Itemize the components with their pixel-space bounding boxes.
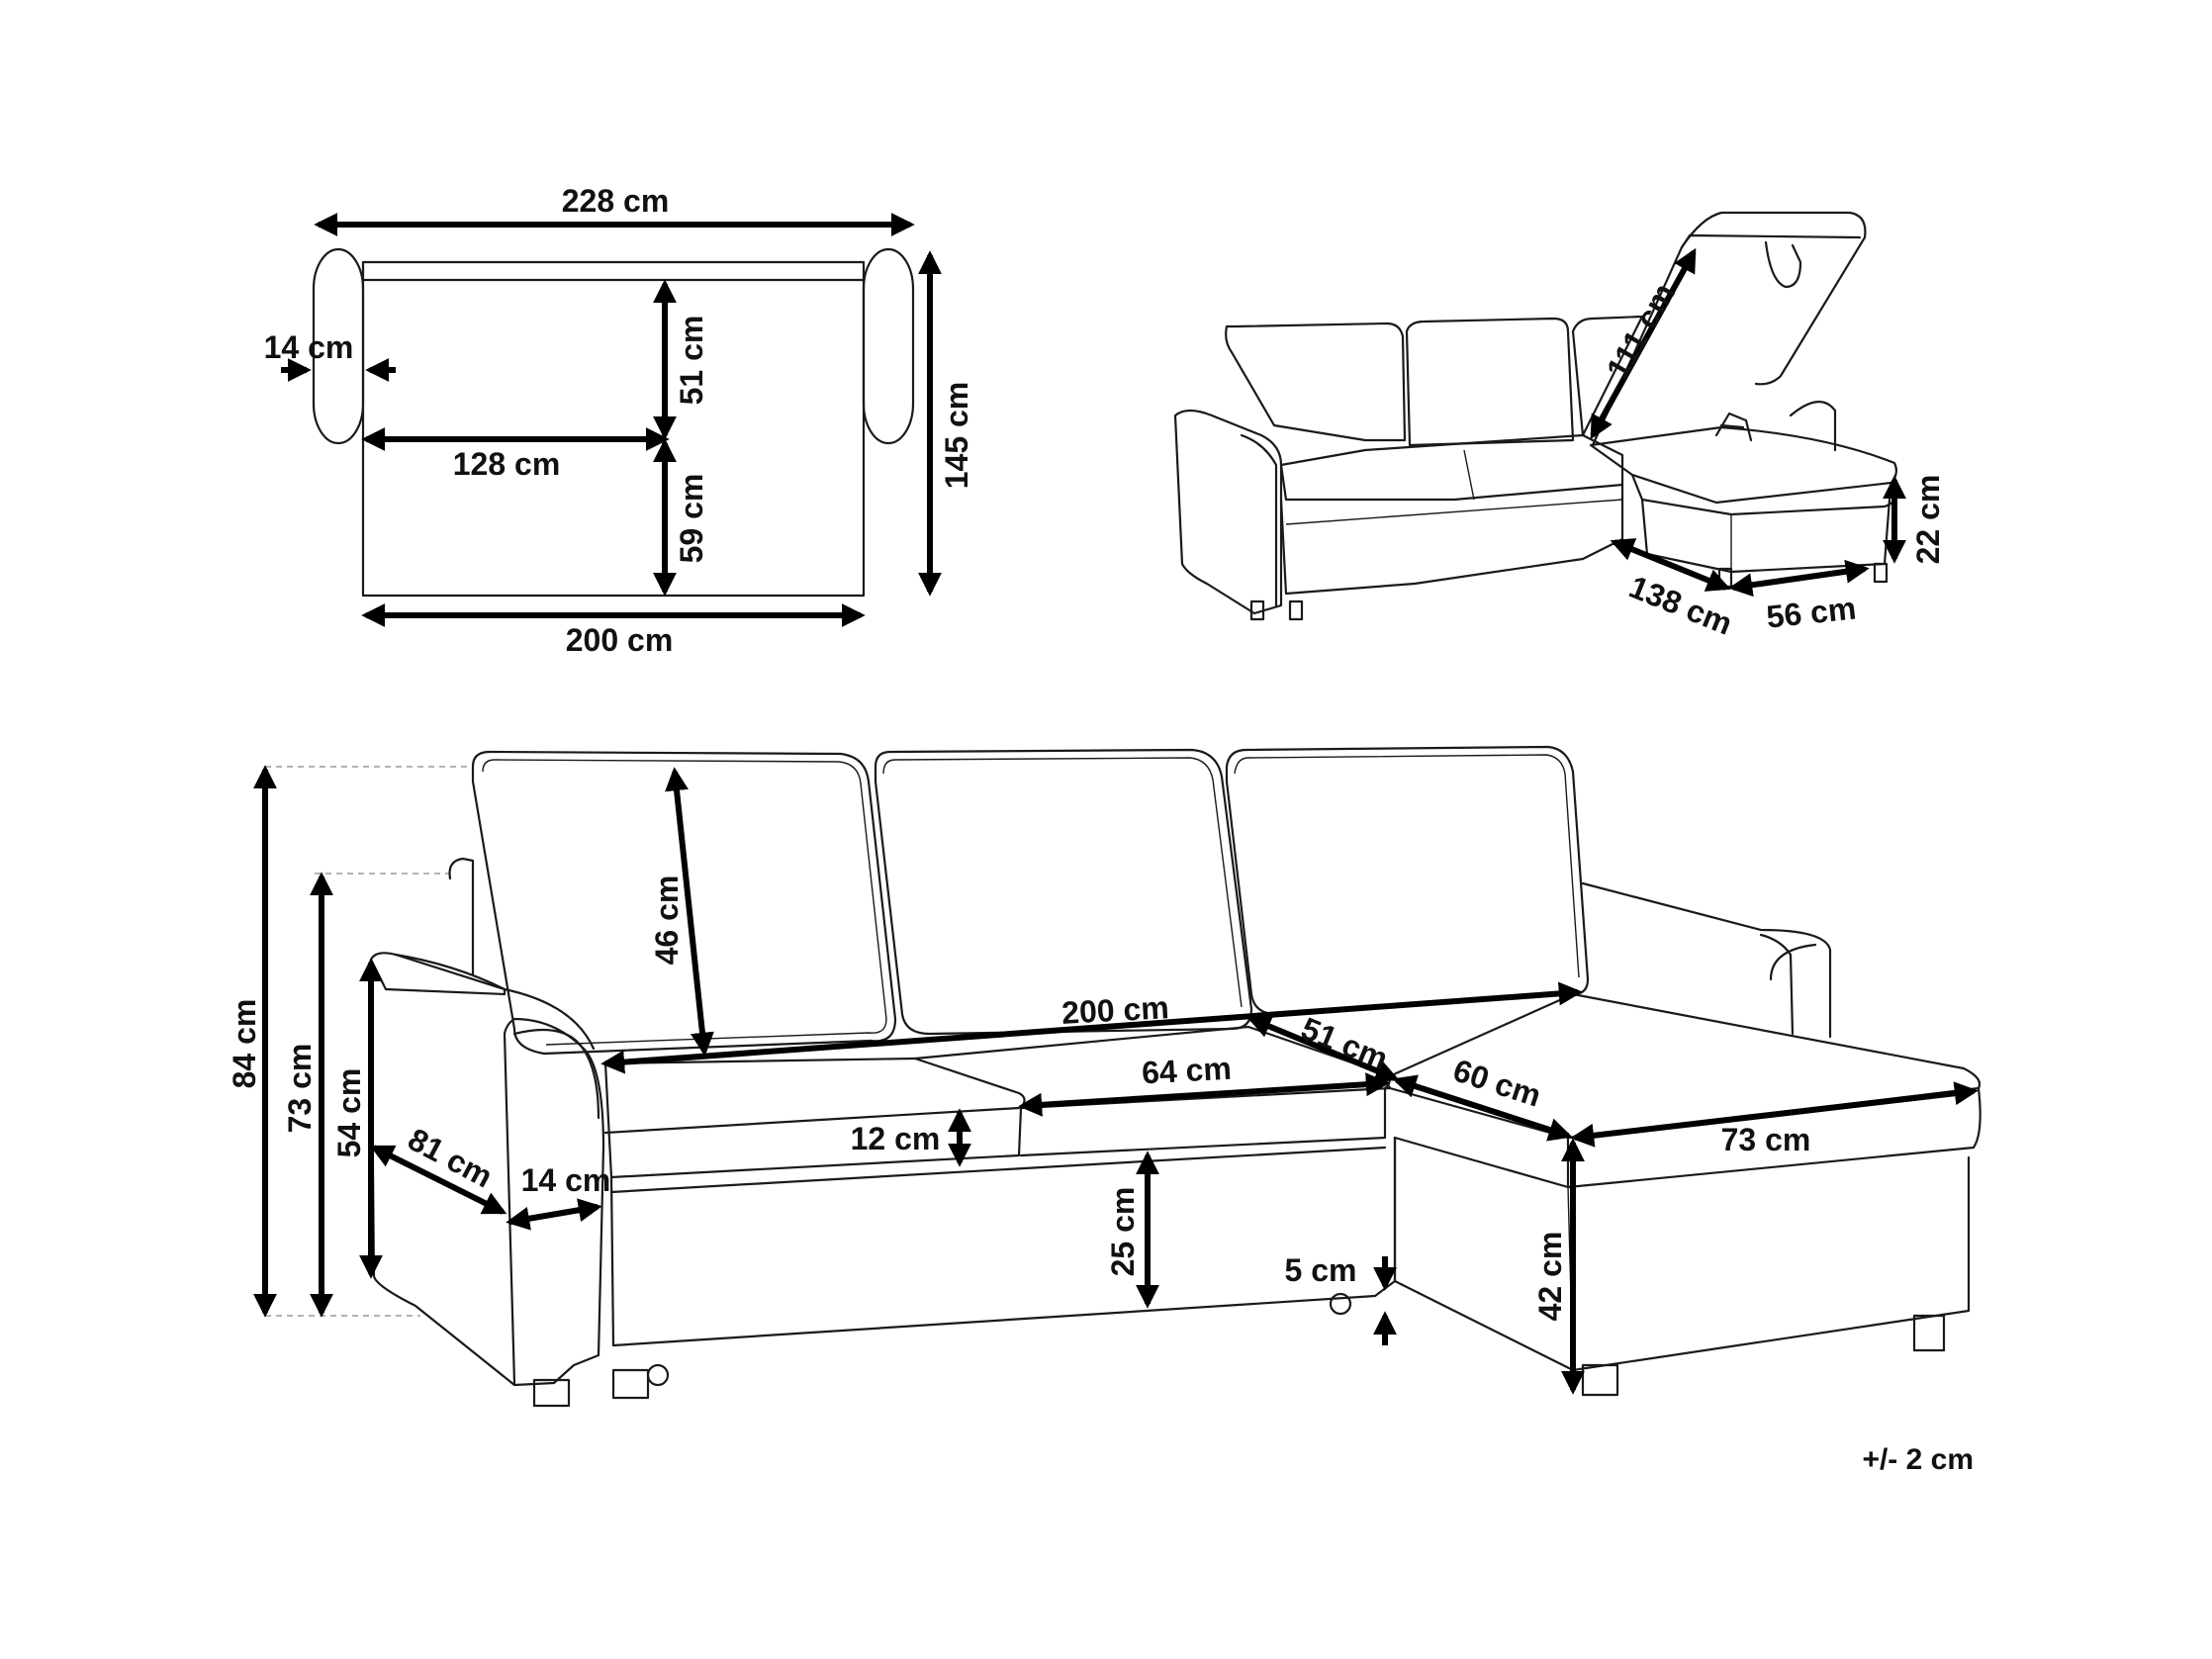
dim-arrow-arm-width [506, 1198, 602, 1231]
dim-arrow-arm-depth [369, 1145, 507, 1215]
front-back-cushion [1225, 745, 1590, 1016]
front-back-frame [448, 857, 475, 976]
top-view-left-armrest [312, 247, 365, 445]
front-leg [532, 1378, 571, 1408]
front-caster [1329, 1292, 1352, 1316]
label-armrest-width: 14 cm [264, 329, 354, 365]
label-storage-height: 22 cm [1910, 475, 1946, 565]
front-leg [1581, 1363, 1619, 1397]
top-view-right-armrest [862, 247, 915, 445]
dim-arrow-chaise-front [1570, 1081, 1979, 1148]
front-caster [646, 1363, 670, 1387]
label-back-to-mid: 51 cm [674, 316, 709, 406]
dim-arrow-chaise-inner [1392, 1074, 1573, 1142]
front-back-cushion [874, 748, 1253, 1036]
label-seat-cushion-depth: 64 cm [1141, 1051, 1232, 1091]
label-inner-width: 200 cm [566, 622, 674, 658]
dim-arrow-storage-lid [1590, 247, 1697, 440]
front-chaise-arm [1759, 933, 1817, 1036]
iso-seat [1279, 433, 1624, 502]
iso-leg [1249, 599, 1265, 621]
label-seat-length: 200 cm [1060, 989, 1169, 1031]
front-view: 84 cm 73 cm 54 cm 81 cm 14 cm 46 cm 200 … [227, 745, 1982, 1408]
label-seat-height: 25 cm [1105, 1187, 1141, 1277]
iso-chaise [1589, 425, 1898, 505]
iso-base [1279, 483, 1624, 596]
iso-back-cushion [1405, 317, 1575, 447]
label-armrest-height: 73 cm [282, 1044, 318, 1134]
front-leg [611, 1368, 650, 1400]
iso-back-cushion [1225, 322, 1407, 442]
dim-arrow-seat-length [600, 981, 1583, 1074]
label-total-height: 84 cm [227, 999, 262, 1089]
front-chaise-back [1581, 881, 1832, 1039]
label-storage-lid: 111 cm [1600, 277, 1683, 385]
top-view-sofa-outline [361, 260, 866, 598]
top-view: 228 cm 14 cm 128 cm 51 cm 59 cm 145 cm 2… [264, 183, 974, 658]
label-overall-width: 228 cm [562, 183, 670, 219]
label-chaise-width: 56 cm [1765, 590, 1858, 634]
dim-arrow-chaise-width [1728, 559, 1870, 598]
label-arm-top-height: 54 cm [331, 1068, 367, 1158]
front-left-arm [369, 952, 507, 996]
iso-lid-hinge [1714, 412, 1753, 442]
label-leg-height: 5 cm [1285, 1252, 1357, 1288]
iso-leg [1288, 599, 1304, 621]
label-chaise-height: 42 cm [1532, 1232, 1568, 1322]
label-arm-width: 14 cm [521, 1162, 611, 1198]
dim-arrow-seat-cushion-depth [1018, 1072, 1390, 1117]
label-seat-width: 128 cm [453, 446, 561, 482]
dim-arrow-chaise-depth [1610, 538, 1731, 592]
tolerance-note: +/- 2 cm [1862, 1443, 1974, 1476]
label-mid-to-front: 59 cm [674, 474, 709, 564]
iso-view: 111 cm 138 cm 56 cm 22 cm [1173, 211, 1946, 642]
front-arm-top [394, 953, 596, 1051]
label-cushion-thickness: 12 cm [851, 1121, 941, 1156]
dim-arrow-corner-depth [1246, 1015, 1400, 1082]
label-overall-depth: 145 cm [939, 382, 974, 490]
front-leg [1912, 1314, 1946, 1352]
iso-lid-handle [1764, 240, 1802, 289]
label-chaise-front: 73 cm [1721, 1122, 1811, 1157]
label-back-height: 46 cm [649, 876, 685, 966]
iso-left-arm [1173, 409, 1283, 615]
iso-storage-lid [1591, 211, 1867, 447]
front-chaise-base [1393, 1136, 1971, 1372]
iso-leg [1873, 562, 1889, 584]
iso-chaise-arm [1789, 401, 1837, 452]
label-corner-depth: 51 cm [1296, 1010, 1393, 1076]
